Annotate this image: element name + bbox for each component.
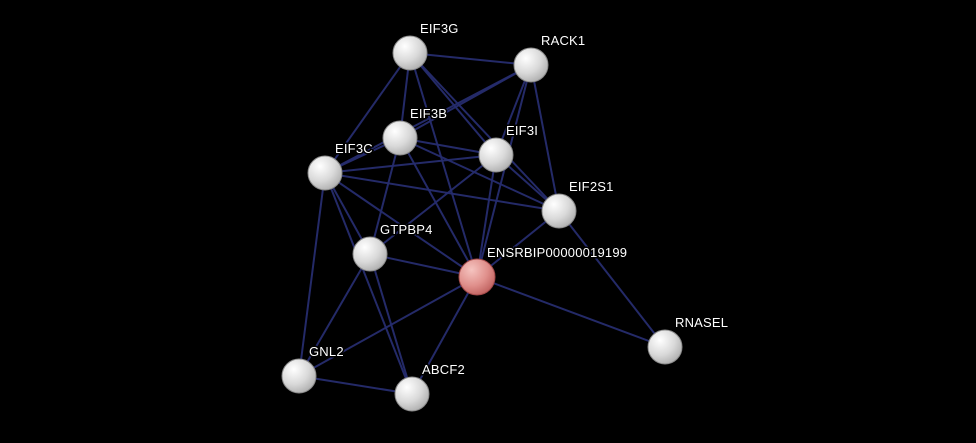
edge-EIF3G-EIF2S1[interactable] [409, 52, 560, 212]
node-EIF3B[interactable] [382, 120, 418, 156]
node-label-ABCF2: ABCF2 [422, 362, 465, 377]
node-label-RACK1: RACK1 [541, 33, 585, 48]
node-EIF3I[interactable] [478, 137, 514, 173]
node-ABCF2[interactable] [394, 376, 430, 412]
edge-EIF3I-ENSRBIP00000019199[interactable] [476, 154, 497, 278]
edge-GTPBP4-GNL2[interactable] [298, 253, 371, 377]
edge-EIF3C-GNL2[interactable] [298, 172, 326, 377]
edge-EIF3G-EIF3I[interactable] [409, 52, 497, 156]
edge-EIF3B-ENSRBIP00000019199[interactable] [399, 137, 478, 278]
node-label-EIF3G: EIF3G [420, 21, 459, 36]
edges-layer [298, 52, 666, 395]
edge-RACK1-EIF3C[interactable] [324, 64, 532, 174]
node-label-EIF2S1: EIF2S1 [569, 179, 614, 194]
edge-EIF3C-ENSRBIP00000019199[interactable] [324, 172, 478, 278]
edge-RACK1-EIF2S1[interactable] [530, 64, 560, 212]
node-label-GNL2: GNL2 [309, 344, 344, 359]
edge-EIF3B-EIF2S1[interactable] [399, 137, 560, 212]
node-GNL2[interactable] [281, 358, 317, 394]
edge-EIF3I-GTPBP4[interactable] [369, 154, 497, 255]
node-EIF3C[interactable] [307, 155, 343, 191]
edge-EIF3C-ABCF2[interactable] [324, 172, 413, 395]
node-label-RNASEL: RNASEL [675, 315, 728, 330]
edge-EIF3G-ENSRBIP00000019199[interactable] [409, 52, 478, 278]
edge-EIF2S1-RNASEL[interactable] [558, 210, 666, 348]
node-label-ENSRBIP00000019199: ENSRBIP00000019199 [487, 245, 627, 260]
edge-EIF3B-GTPBP4[interactable] [369, 137, 401, 255]
edge-ENSRBIP00000019199-GNL2[interactable] [298, 276, 478, 377]
node-label-EIF3C: EIF3C [335, 141, 373, 156]
node-ENSRBIP00000019199[interactable] [458, 258, 496, 296]
edge-EIF3G-EIF3C[interactable] [324, 52, 411, 174]
node-label-GTPBP4: GTPBP4 [380, 222, 433, 237]
node-label-EIF3I: EIF3I [506, 123, 538, 138]
nodes-layer [281, 35, 683, 412]
edge-ENSRBIP00000019199-ABCF2[interactable] [411, 276, 478, 395]
edge-EIF3G-RACK1[interactable] [409, 52, 532, 66]
node-RNASEL[interactable] [647, 329, 683, 365]
node-label-EIF3B: EIF3B [410, 106, 447, 121]
node-EIF3G[interactable] [392, 35, 428, 71]
edge-EIF3C-EIF3I[interactable] [324, 154, 497, 174]
node-EIF2S1[interactable] [541, 193, 577, 229]
edge-RACK1-ENSRBIP00000019199[interactable] [476, 64, 532, 278]
edge-EIF3C-EIF2S1[interactable] [324, 172, 560, 212]
edge-GNL2-ABCF2[interactable] [298, 375, 413, 395]
edge-ENSRBIP00000019199-RNASEL[interactable] [476, 276, 666, 348]
node-GTPBP4[interactable] [352, 236, 388, 272]
node-RACK1[interactable] [513, 47, 549, 83]
